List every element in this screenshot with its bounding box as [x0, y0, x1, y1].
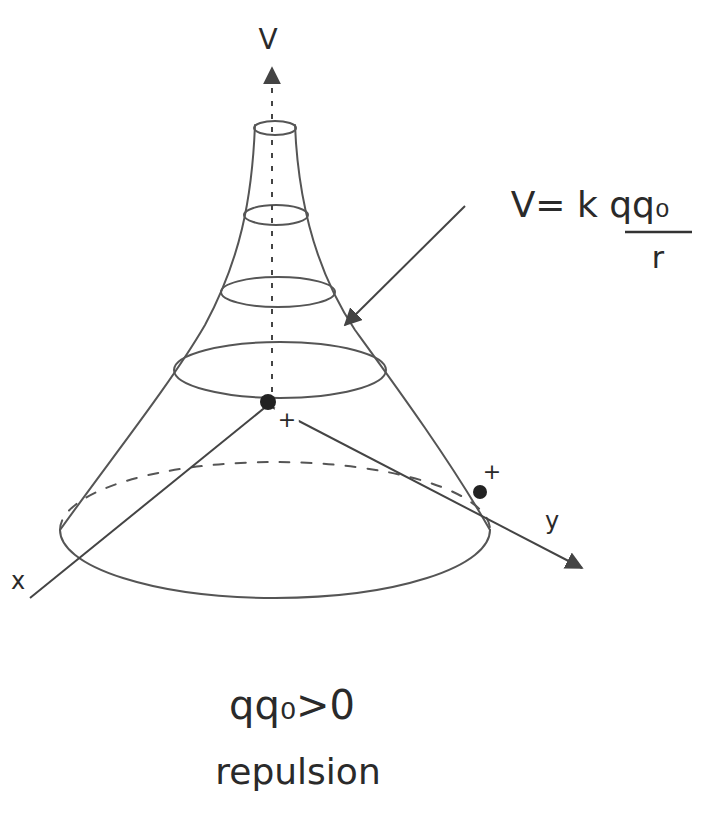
- charge-sign: +: [275, 407, 299, 432]
- condition-note: qq₀>0: [226, 682, 358, 728]
- fraction-bar: [625, 231, 692, 234]
- axis-label: x: [8, 568, 28, 596]
- y-axis: [268, 405, 582, 568]
- axis-label: y: [542, 508, 562, 536]
- formula: V= k qq₀: [508, 184, 673, 225]
- axis-label: V: [255, 24, 280, 56]
- formula-denominator: r: [649, 241, 667, 276]
- caption-note: repulsion: [212, 751, 383, 792]
- test-charge: [473, 485, 487, 499]
- v-axis: [271, 68, 273, 405]
- funnel-surface: [60, 121, 490, 598]
- leader-arrow: [345, 206, 465, 325]
- x-axis: [30, 405, 268, 598]
- charge-sign: +: [480, 459, 504, 484]
- source-charge: [260, 394, 276, 410]
